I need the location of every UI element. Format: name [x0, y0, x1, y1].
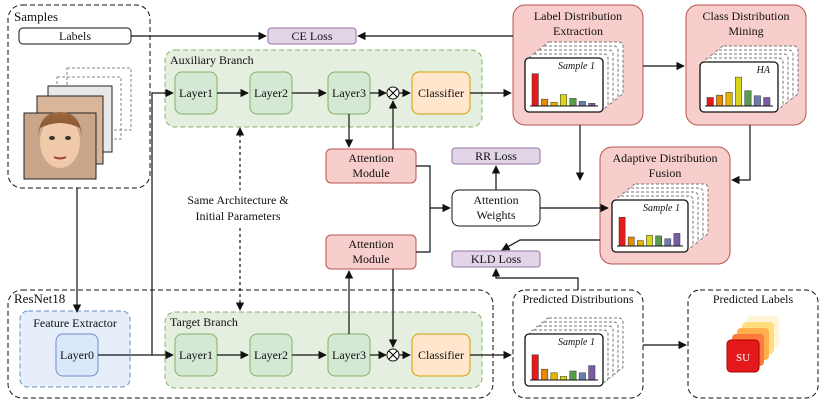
class-dist-line1: Class Distribution: [702, 9, 789, 23]
connectors: [72, 31, 751, 360]
sample-label: Sample 1: [558, 337, 595, 348]
predicted-labels-group: [687, 289, 819, 399]
predicted-label-box: [726, 339, 760, 373]
auxiliary-branch-title: Auxiliary Branch: [170, 53, 254, 67]
dist-bar: [716, 94, 724, 107]
ce-loss-box: [267, 27, 357, 45]
same-arch-line1: Same Architecture &: [187, 193, 289, 207]
samples-group: [7, 4, 151, 189]
dist-bar: [637, 240, 644, 247]
adaptive-fusion-chart: Sample 1: [611, 183, 709, 253]
sample-label: Sample 1: [558, 61, 595, 72]
dist-bar: [618, 216, 626, 247]
layer0-label: Layer0: [60, 348, 94, 362]
dist-bar: [578, 101, 586, 107]
target-branch-group: [164, 311, 483, 389]
dist-bar: [725, 92, 733, 107]
predicted-labels-title: Predicted Labels: [713, 292, 794, 306]
tgt-layer3-label: Layer3: [332, 348, 366, 362]
resnet18-group: [7, 289, 494, 399]
attention-weights-line2: Weights: [476, 208, 515, 222]
dist-bar: [646, 234, 653, 247]
tgt-layer2-label: Layer2: [254, 348, 288, 362]
auxiliary-branch-group: [164, 49, 483, 128]
adaptive-line1: Adaptive Distribution: [613, 151, 718, 165]
label-dist-line1: Label Distribution: [534, 9, 622, 23]
rr-loss-label: RR Loss: [475, 149, 517, 163]
aux-layer3-label: Layer3: [332, 86, 366, 100]
predicted-label-stack: [726, 316, 779, 373]
dist-bar: [531, 73, 539, 107]
dist-bar: [753, 95, 761, 107]
attention-bottom-line1: Attention: [348, 237, 393, 251]
dist-bar: [588, 365, 596, 381]
dist-bar: [763, 97, 771, 107]
dist-bar: [569, 98, 577, 107]
dist-bar: [664, 238, 672, 247]
dist-bar: [541, 98, 549, 107]
attention-top-line1: Attention: [348, 151, 393, 165]
dist-bar: [550, 101, 558, 107]
class-dist-chart: HA: [699, 45, 799, 113]
attention-top-line2: Module: [352, 166, 389, 180]
dist-bar: [531, 354, 539, 381]
kld-loss-label: KLD Loss: [471, 252, 522, 266]
dist-bar: [655, 235, 662, 247]
sample-label: HA: [756, 65, 771, 76]
aux-classifier-label: Classifier: [418, 86, 464, 100]
label-dist-line2: Extraction: [553, 24, 603, 38]
same-arch-line2: Initial Parameters: [196, 209, 281, 223]
dist-bar: [550, 372, 558, 381]
labels-box-label: Labels: [59, 29, 91, 43]
resnet18-title: ResNet18: [14, 291, 65, 306]
chart-card: [524, 57, 604, 113]
samples-title: Samples: [14, 9, 58, 24]
target-branch-title: Target Branch: [170, 315, 238, 329]
rr-loss-box: [451, 147, 541, 165]
dist-bar: [569, 370, 577, 381]
adaptive-line2: Fusion: [649, 166, 682, 180]
dist-bar: [541, 368, 549, 381]
face-image-stack: [23, 67, 132, 180]
dist-bar: [560, 94, 567, 107]
label-dist-chart: Sample 1: [524, 41, 624, 113]
dist-bar: [744, 90, 752, 107]
attention-weights-line1: Attention: [473, 193, 518, 207]
dist-bar: [735, 76, 742, 107]
ce-loss-label: CE Loss: [291, 29, 332, 43]
kld-loss-box: [451, 250, 541, 268]
tgt-classifier-label: Classifier: [418, 348, 464, 362]
aux-layer2-label: Layer2: [254, 86, 288, 100]
dist-bar: [673, 233, 681, 247]
sample-label: Sample 1: [643, 203, 680, 214]
dist-bar: [560, 376, 567, 381]
dist-bar: [627, 236, 635, 247]
dist-bar: [578, 372, 586, 381]
aux-layer1-label: Layer1: [179, 86, 213, 100]
predicted-label-text: SU: [736, 352, 750, 364]
dist-bar: [706, 97, 714, 107]
predicted-dist-title: Predicted Distributions: [523, 292, 634, 306]
attention-bottom-line2: Module: [352, 252, 389, 266]
class-dist-line2: Mining: [728, 24, 763, 38]
feature-extractor-title: Feature Extractor: [33, 316, 117, 330]
tgt-layer1-label: Layer1: [179, 348, 213, 362]
predicted-dist-chart: Sample 1: [524, 317, 624, 387]
